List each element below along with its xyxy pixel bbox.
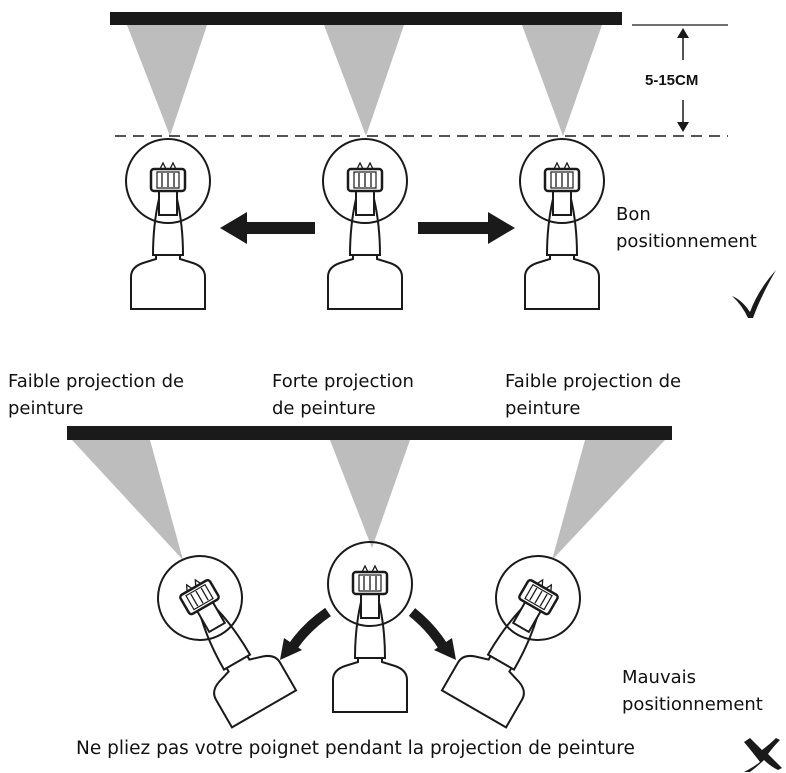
cross-mark-icon <box>744 738 782 772</box>
move-left-arrow <box>220 212 315 244</box>
left-projection-label-line2: peinture <box>8 398 84 419</box>
good-position-label-line2: positionnement <box>616 231 757 252</box>
spray-cone-right <box>552 440 665 560</box>
center-projection-label-line2: de peinture <box>272 398 376 419</box>
spray-gun-tilted-right <box>436 539 597 732</box>
bad-position-label-line1: Mauvais <box>622 667 697 688</box>
spray-cone-center <box>330 440 410 548</box>
right-projection-label-line2: peinture <box>505 398 581 419</box>
rotate-right-arrow <box>408 608 456 660</box>
move-right-arrow <box>418 212 515 244</box>
bottom-surface-bar <box>67 426 672 440</box>
spray-cone-left <box>72 440 183 560</box>
distance-label: 5-15CM <box>645 72 699 89</box>
top-surface-bar <box>110 12 622 25</box>
spray-gun-top-2 <box>321 137 409 311</box>
spray-gun-top-1 <box>124 137 212 311</box>
center-projection-label-line1: Forte projection <box>272 371 414 392</box>
spray-cone-1 <box>127 25 207 136</box>
left-projection-label-line1: Faible projection de <box>8 371 185 392</box>
caption: Ne pliez pas votre poignet pendant la pr… <box>76 738 635 759</box>
rotate-left-arrow <box>280 607 331 660</box>
check-mark-icon <box>732 270 776 318</box>
distance-arrow <box>677 28 689 132</box>
bad-position-label-line2: positionnement <box>622 694 763 715</box>
spray-gun-center <box>326 540 414 714</box>
good-position-label-line1: Bon <box>616 204 651 225</box>
right-projection-label-line1: Faible projection de <box>505 371 682 392</box>
spray-gun-top-3 <box>518 137 606 311</box>
spray-cone-3 <box>522 25 602 136</box>
spray-cone-2 <box>324 25 404 136</box>
spray-gun-tilted-left <box>141 539 302 732</box>
